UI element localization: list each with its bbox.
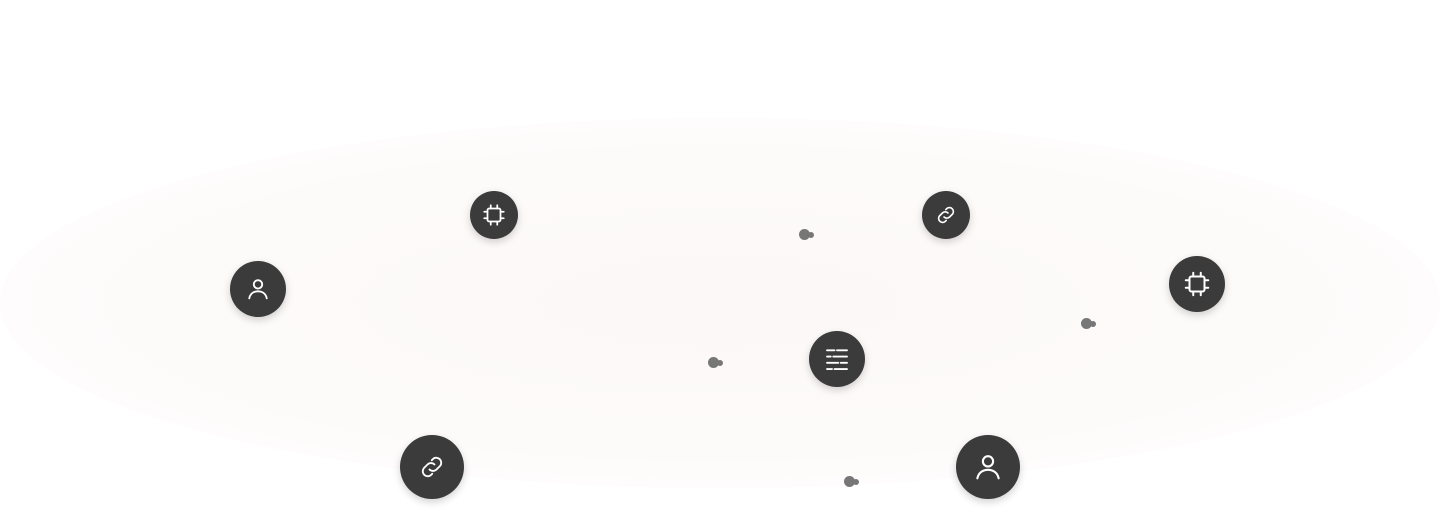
pulse-dot [799,229,814,240]
user-icon [248,279,268,300]
cpu-icon [483,204,505,226]
node-link-bottom-left [400,435,464,499]
pulse-dot [1081,318,1096,329]
cpu-icon [1184,271,1210,297]
sliders-icon [826,349,848,370]
user-icon [976,455,1000,480]
node-user-left [230,261,286,317]
pulse-dot [844,476,859,487]
node-cpu-top-left [470,191,518,239]
link-icon [937,206,955,224]
background-glow [0,118,1440,488]
node-link-top-right [922,191,970,239]
link-icon [421,456,443,478]
node-sliders-center [809,331,865,387]
node-user-bottom-right [956,435,1020,499]
node-cpu-right [1169,256,1225,312]
pulse-dot [708,357,723,368]
